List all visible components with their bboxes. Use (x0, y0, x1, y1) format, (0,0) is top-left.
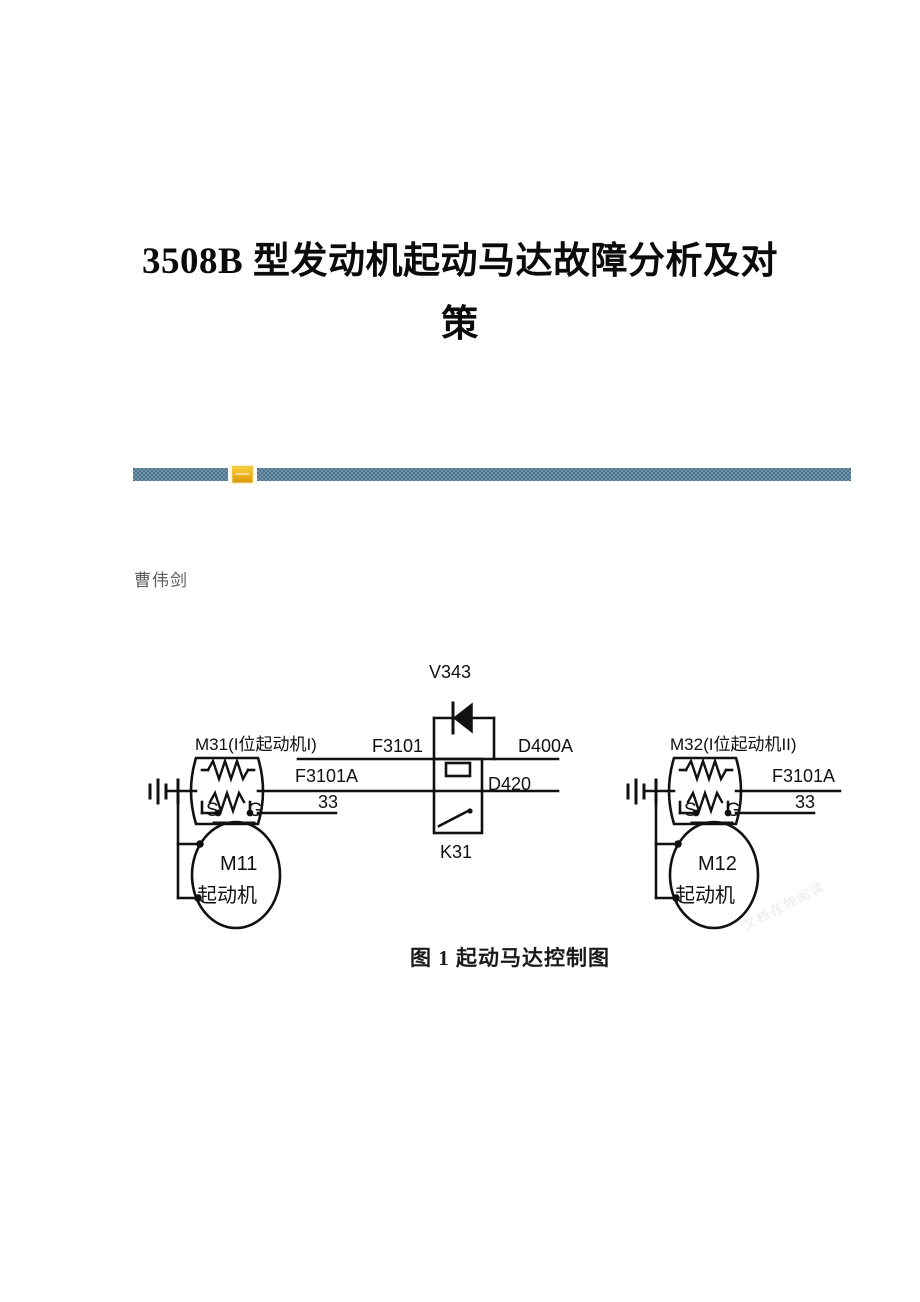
label-d400a: D400A (518, 736, 573, 756)
label-left-33: 33 (318, 792, 338, 812)
solenoid-pull-in-coil-left (206, 757, 250, 783)
label-left-terminal-g: G (248, 800, 263, 821)
author-name: 曹伟剑 (134, 571, 188, 590)
divider-gem-icon (232, 466, 253, 483)
terminal-dot-s-left (214, 809, 222, 817)
label-right-f3101a: F3101A (772, 766, 835, 786)
label-right-33: 33 (795, 792, 815, 812)
label-left-starter-title: M31(I位起动机I) (195, 735, 317, 754)
page-title: 3508B 型发动机起动马达故障分析及对 策 (130, 230, 790, 357)
label-left-terminal-s: S (206, 800, 219, 821)
label-diode-v343: V343 (429, 662, 471, 682)
label-left-motor-name: 起动机 (197, 884, 257, 907)
label-d420: D420 (488, 774, 531, 794)
solenoid-hold-in-coil-left (208, 789, 246, 815)
figure-starter-motor-control-diagram: M31(I位起动机I) F3101A 33 M11 起动机 S G V343 F… (140, 630, 880, 980)
label-relay-k31: K31 (440, 842, 472, 862)
relay-k31-box (432, 757, 484, 835)
solenoid-body-right (667, 756, 743, 826)
terminal-dot-g-left (246, 809, 254, 817)
label-right-motor-name: 起动机 (675, 884, 735, 907)
motor-body-right (668, 820, 760, 930)
solenoid-body-left (189, 756, 265, 826)
relay-contact-arm (437, 808, 472, 828)
solenoid-hold-in-coil-right (686, 789, 724, 815)
label-fuse-f3101: F3101 (372, 736, 423, 756)
page-title-line-2: 策 (441, 304, 479, 346)
label-left-motor-id: M11 (220, 853, 257, 875)
divider-segment-right (257, 468, 851, 481)
relay-coil-element (444, 761, 472, 778)
solenoid-pull-in-coil-right (684, 757, 728, 783)
ground-symbol-left (148, 778, 168, 805)
relay-contact-dot (467, 808, 473, 814)
page-title-line-1: 3508B 型发动机起动马达故障分析及对 (142, 240, 778, 282)
divider-segment-left (133, 468, 228, 481)
motor-body-left (190, 820, 282, 930)
label-right-motor-id: M12 (698, 853, 737, 875)
label-left-f3101a: F3101A (295, 766, 358, 786)
terminal-dot-g-right (724, 809, 732, 817)
decorative-divider (133, 466, 851, 483)
figure-caption: 图 1 起动马达控制图 (410, 946, 610, 970)
ground-symbol-right (626, 778, 646, 805)
terminal-dot-s-right (692, 809, 700, 817)
circuit-diagram-svg: M31(I位起动机I) F3101A 33 M11 起动机 S G V343 F… (148, 662, 842, 930)
label-right-starter-title: M32(I位起动机II) (670, 735, 797, 754)
label-right-terminal-g: G (726, 800, 741, 821)
label-right-terminal-s: S (684, 800, 697, 821)
diode-v343-symbol (451, 701, 473, 735)
